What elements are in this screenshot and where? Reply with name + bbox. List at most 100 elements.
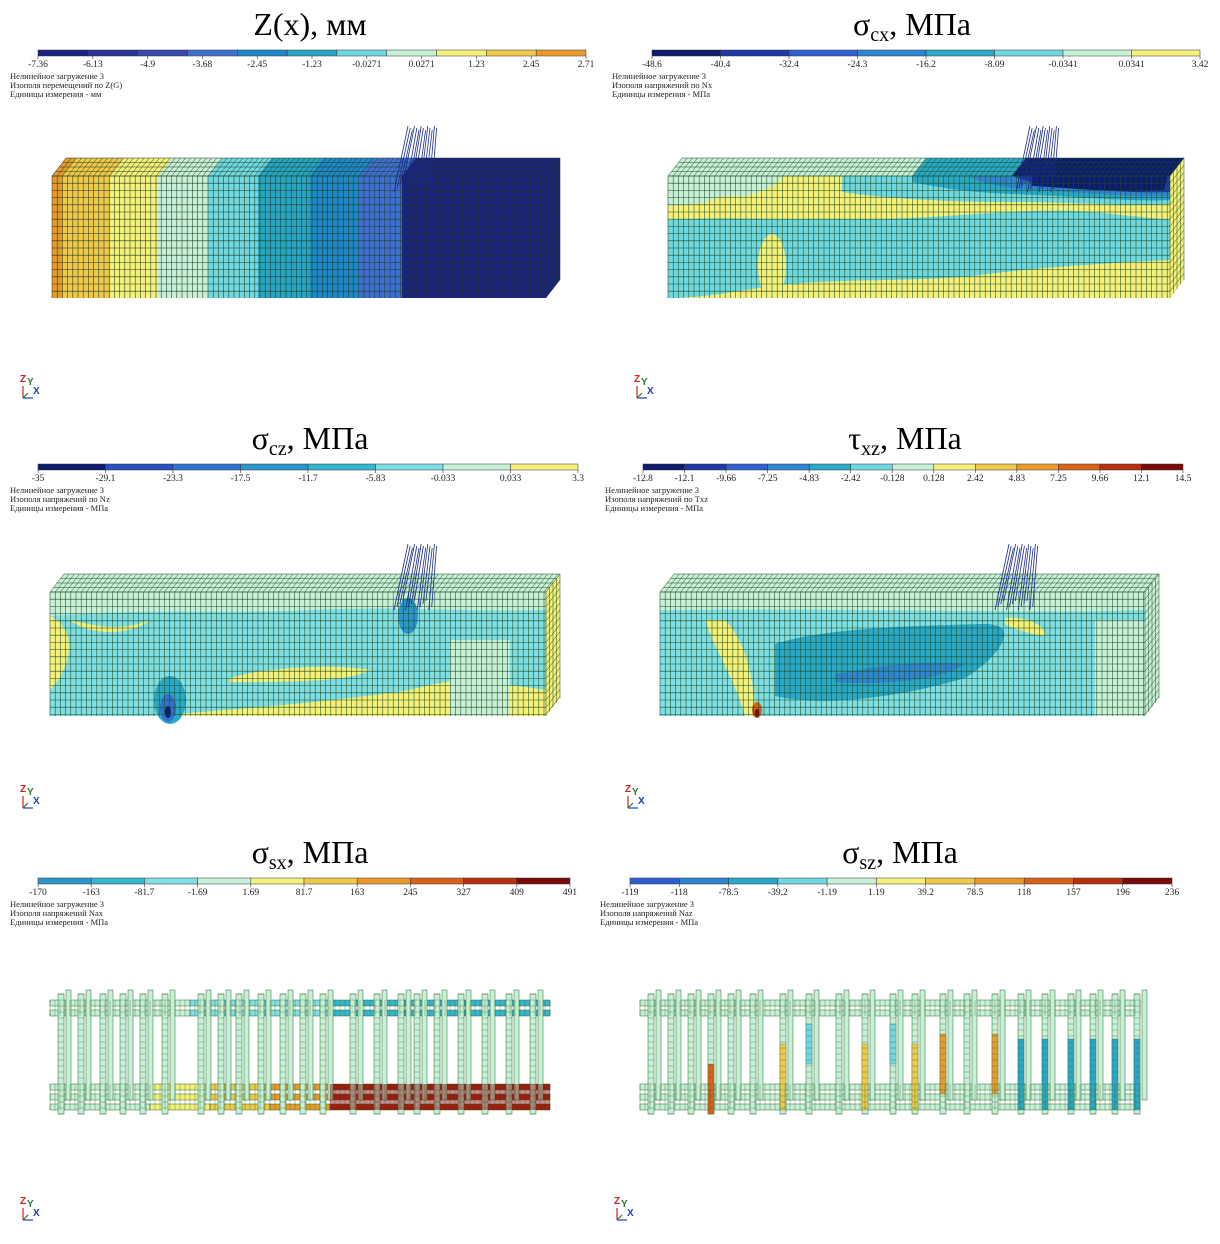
stirrup (373, 989, 388, 1115)
panel-concrete-shear-xz: τxz, МПа -12.8-12.1-9.66-7.25-4.83-2.42-… (605, 420, 1205, 830)
scale-tick-label: -2.42 (841, 474, 861, 484)
stirrup (433, 989, 448, 1115)
stirrup (217, 989, 232, 1115)
scale-tick-label: 7.25 (1050, 474, 1067, 484)
panel-title: σcx, МПа (853, 6, 971, 46)
scale-tick-label: -81.7 (135, 888, 155, 898)
beam-model (659, 543, 1160, 718)
scale-tick-label: 39.2 (917, 888, 934, 898)
stirrup (835, 989, 850, 1115)
scale-swatch (1131, 49, 1201, 57)
scale-tick-label: -170 (29, 888, 47, 898)
stirrup (779, 989, 794, 1115)
scale-tick-label: -2.45 (247, 60, 267, 70)
scale-tick-label: -35 (32, 474, 45, 484)
scale-tick-label: -4.83 (799, 474, 819, 484)
scale-tick-label: -8.09 (985, 60, 1005, 70)
scale-tick-label: 2.71 (578, 60, 595, 70)
stirrup (1041, 989, 1056, 1115)
stirrup (889, 989, 904, 1115)
stirrup (667, 989, 682, 1115)
stirrup (279, 989, 294, 1115)
panel-concrete-stress-x: σcx, МПа -48.6-40.4-32.4-24.3-16.2-8.09-… (612, 6, 1212, 416)
stirrup (57, 989, 72, 1115)
scale-tick-label: -6.13 (83, 60, 103, 70)
scale-swatch (1141, 463, 1184, 471)
scale-tick-label: -39.2 (768, 888, 788, 898)
stirrup (1089, 989, 1104, 1115)
stirrup (1067, 989, 1082, 1115)
scale-tick-label: -5.83 (366, 474, 386, 484)
stirrup (299, 989, 314, 1115)
scale-tick-label: 236 (1165, 888, 1180, 898)
stirrup (963, 989, 978, 1115)
stirrup (119, 989, 134, 1115)
scale-tick-label: 14.5 (1175, 474, 1192, 484)
scale-tick-label: -16.2 (916, 60, 936, 70)
panel-title: σsx, МПа (251, 834, 369, 874)
scale-tick-label: -1.69 (188, 888, 208, 898)
scale-tick-label: 1.23 (468, 60, 485, 70)
scale-tick-label: 0.0341 (1118, 60, 1144, 70)
scale-tick-label: 491 (563, 888, 578, 898)
stirrup (749, 989, 764, 1115)
scale-tick-label: -9.66 (716, 474, 736, 484)
scale-tick-label: 118 (1017, 888, 1031, 898)
stirrup (257, 989, 272, 1115)
scale-tick-label: -29.1 (96, 474, 116, 484)
scale-tick-label: -40.4 (711, 60, 731, 70)
scale-tick-label: 78.5 (967, 888, 984, 898)
stirrup (707, 989, 722, 1115)
stirrup (235, 989, 250, 1115)
scale-swatch (510, 463, 579, 471)
scale-tick-label: -1.19 (817, 888, 837, 898)
stirrup (161, 989, 176, 1115)
stirrup (1133, 989, 1148, 1115)
stirrup (911, 989, 926, 1115)
load-arrows-icon (1015, 125, 1059, 193)
scale-tick-label: 1.19 (868, 888, 885, 898)
scale-tick-label: -7.25 (758, 474, 778, 484)
scale-tick-label: -17.5 (231, 474, 251, 484)
scale-tick-label: -3.68 (193, 60, 213, 70)
stirrup (1017, 989, 1032, 1115)
stirrup (77, 989, 92, 1115)
scale-swatch (1122, 877, 1173, 885)
scale-tick-label: 1.69 (242, 888, 259, 898)
stirrup (505, 989, 520, 1115)
scale-tick-label: -0.0271 (352, 60, 382, 70)
stirrup (413, 989, 428, 1115)
scale-tick-label: -12.1 (675, 474, 695, 484)
stirrup (481, 989, 496, 1115)
stirrup (861, 989, 876, 1115)
scale-tick-label: -4.9 (140, 60, 155, 70)
scale-tick-label: -78.5 (719, 888, 739, 898)
rebar-cage-model (49, 989, 551, 1115)
scale-tick-label: -0.0341 (1048, 60, 1078, 70)
stirrup (139, 989, 154, 1115)
stirrup (197, 989, 212, 1115)
beam-model (51, 125, 561, 298)
scale-tick-label: -1.23 (302, 60, 322, 70)
scale-tick-label: 81.7 (296, 888, 313, 898)
scale-tick-label: 3.42 (1192, 60, 1209, 70)
stirrup (727, 989, 742, 1115)
